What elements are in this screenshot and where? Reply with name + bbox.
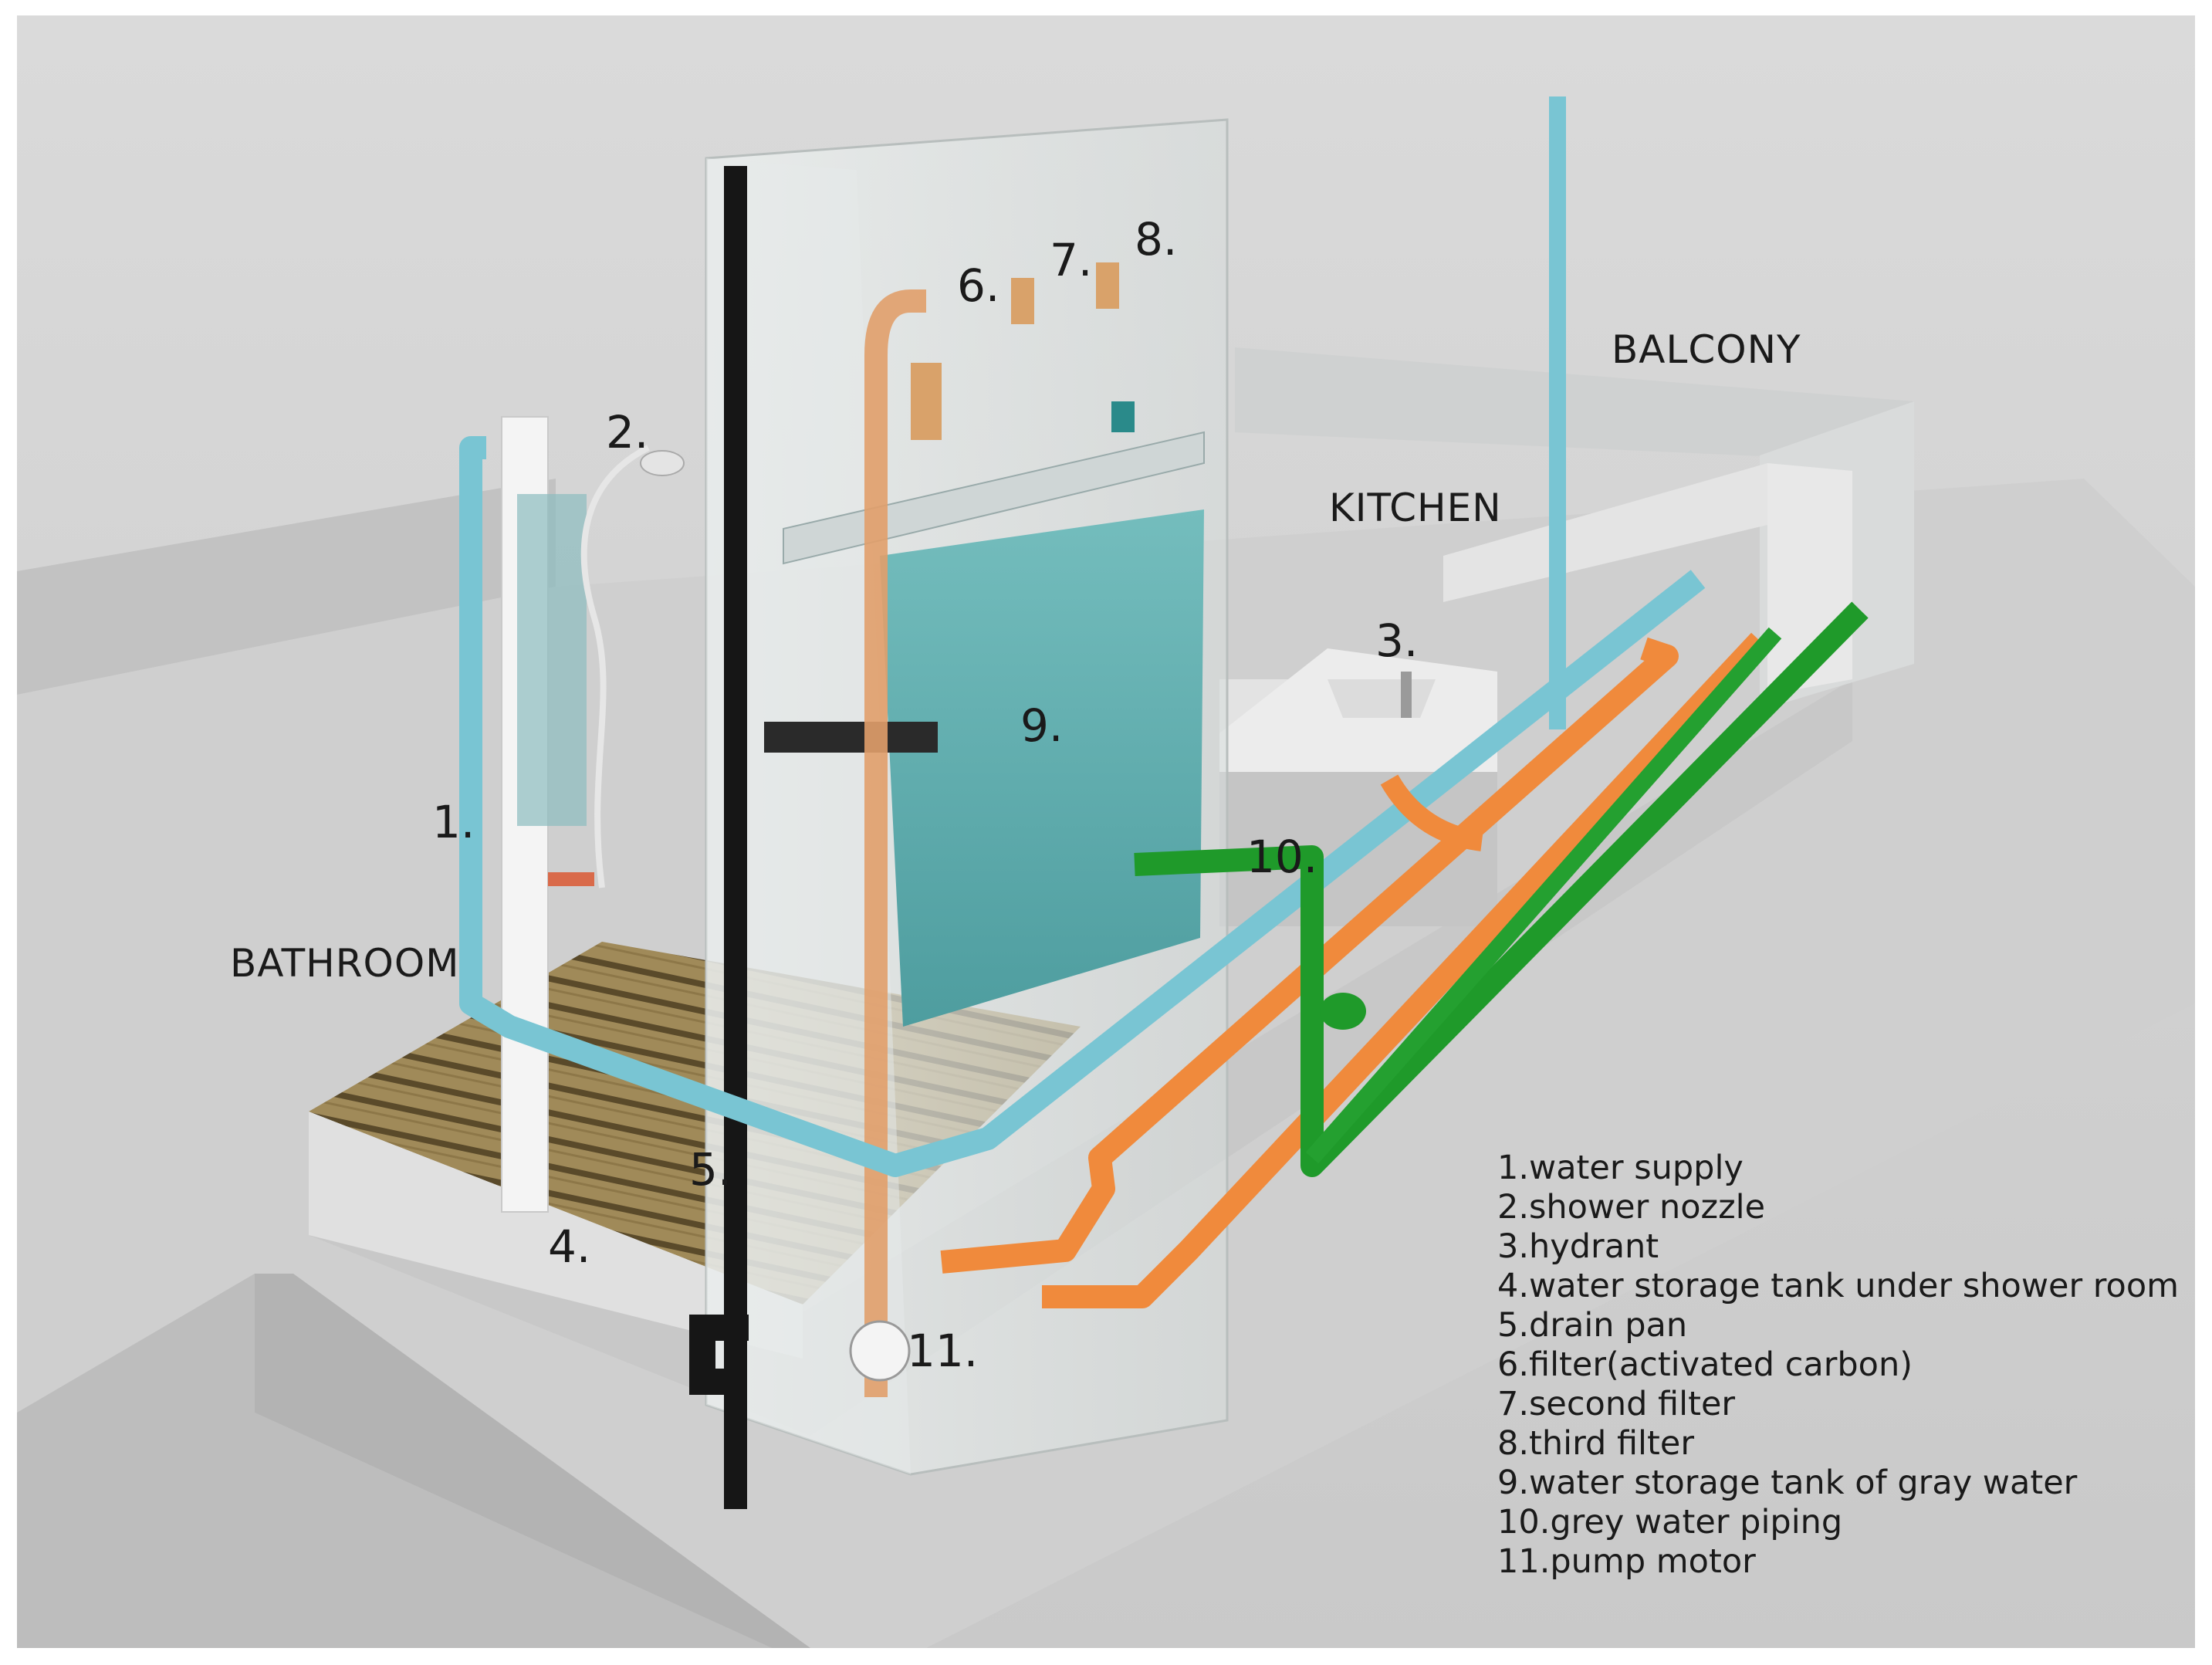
legend-item-4: 4.water storage tank under shower room: [1497, 1267, 2179, 1305]
orange-pipe-b: [1042, 632, 1768, 1308]
legend-item-7: 7.second filter: [1497, 1385, 1735, 1423]
legend-item-3: 3.hydrant: [1497, 1227, 1659, 1266]
floor-slab-lower: [17, 1274, 772, 1648]
callout-5: 5.: [689, 1143, 732, 1196]
legend-item-6: 6.filter(activated carbon): [1497, 1345, 1913, 1384]
drain-pipe-elbow: [689, 1315, 749, 1395]
callout-7: 7.: [1050, 234, 1092, 286]
orange-pipe-a: [940, 637, 1679, 1274]
filter-3: [1096, 262, 1119, 309]
hydrant-faucet: [1401, 672, 1412, 718]
room-label-bathroom: BATHROOM: [230, 941, 459, 986]
balcony-unit: [1443, 463, 1767, 602]
pump-motor: [849, 1320, 911, 1382]
orange-pipe-stub: [1380, 774, 1483, 851]
callout-10: 10.: [1246, 831, 1317, 883]
filter-teal-block: [1111, 401, 1135, 432]
legend-item-9: 9.water storage tank of gray water: [1497, 1464, 2078, 1502]
callout-4: 4.: [548, 1220, 590, 1273]
legend-item-2: 2.shower nozzle: [1497, 1188, 1765, 1227]
tank-water: [880, 509, 1204, 1027]
kitchen-sink-basin: [1328, 679, 1436, 718]
callout-9: 9.: [1020, 699, 1063, 752]
callout-6: 6.: [957, 259, 999, 312]
shower-nozzle: [640, 450, 685, 476]
callout-3: 3.: [1375, 614, 1418, 667]
legend-item-5: 5.drain pan: [1497, 1306, 1687, 1345]
grey-water-tee: [1320, 993, 1366, 1030]
filter-2: [1011, 278, 1034, 324]
copper-riser: [864, 289, 926, 1397]
water-supply-pipe: [459, 436, 1706, 1177]
callout-1: 1.: [432, 796, 475, 848]
water-supply-riser: [1549, 96, 1566, 729]
drain-pipe-branch: [764, 722, 938, 753]
shower-hose: [580, 445, 650, 888]
legend-item-10: 10.grey water piping: [1497, 1503, 1842, 1541]
floor-edge-step: [255, 1274, 810, 1648]
kitchen-wall: [1235, 347, 1914, 463]
legend-item-1: 1.water supply: [1497, 1149, 1744, 1187]
callout-11: 11.: [907, 1325, 978, 1377]
drain-pipe: [724, 166, 747, 1509]
callout-8: 8.: [1135, 213, 1177, 266]
grey-water-pipe: [1134, 601, 1869, 1177]
callout-2: 2.: [606, 406, 648, 459]
shower-band: [548, 872, 594, 886]
drain-pan-rim: [309, 1112, 803, 1359]
filter-1: [911, 363, 942, 440]
grey-water-pipe-2: [1305, 627, 1782, 1164]
bathroom-wall: [17, 479, 556, 695]
filter-shelf: [783, 431, 1205, 565]
room-label-balcony: BALCONY: [1612, 327, 1801, 372]
room-label-kitchen: KITCHEN: [1329, 486, 1502, 530]
legend: 1.water supply 2.shower nozzle 3.hydrant…: [1497, 1149, 2179, 1581]
shower-panel: [517, 494, 587, 826]
legend-item-8: 8.third filter: [1497, 1424, 1694, 1463]
legend-item-11: 11.pump motor: [1497, 1542, 1756, 1581]
